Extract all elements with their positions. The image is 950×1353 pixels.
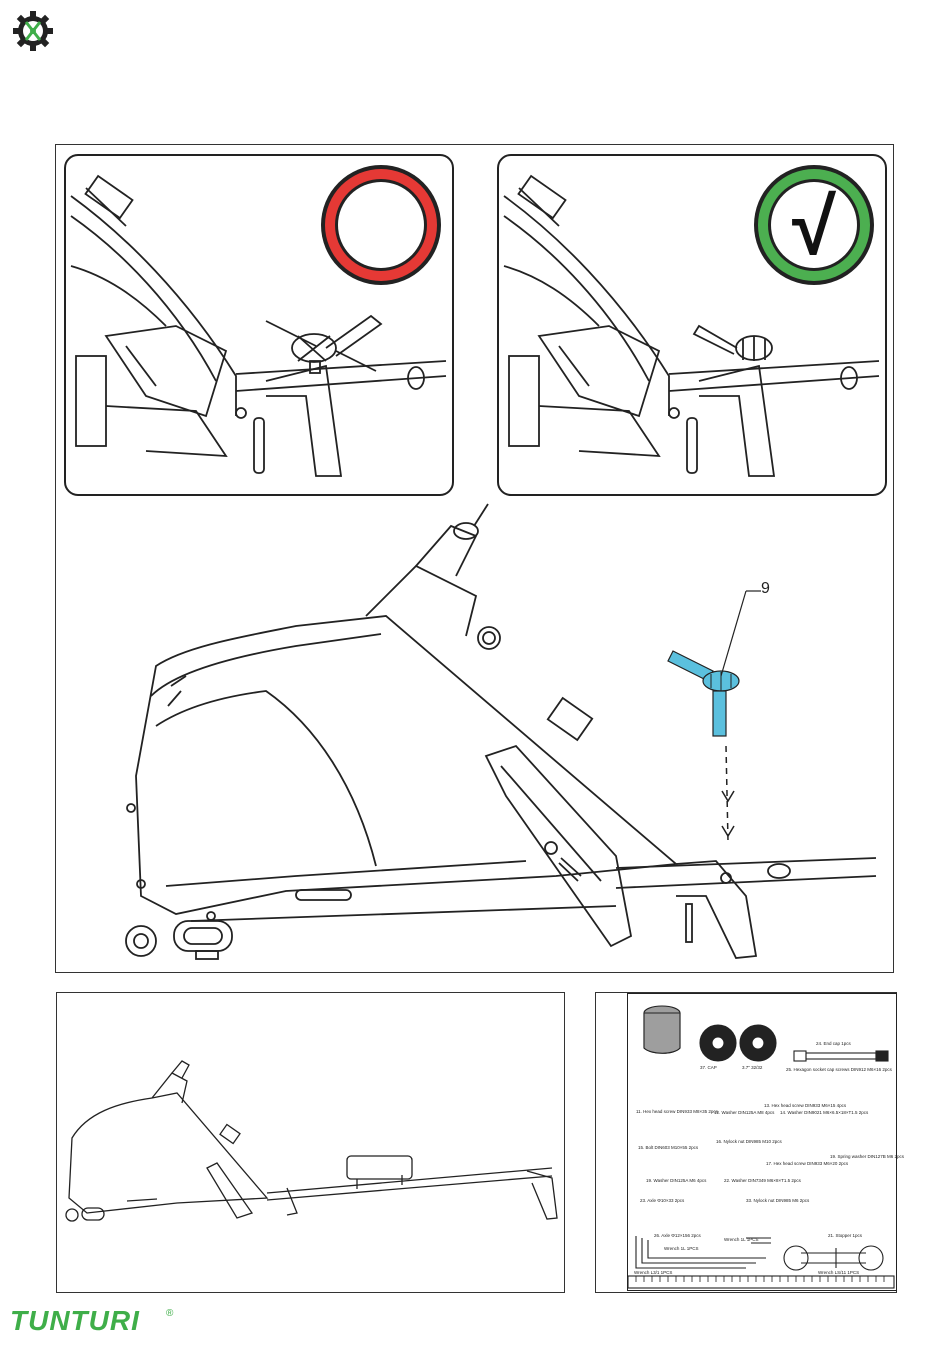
brand-logo: TUNTURI xyxy=(10,1305,140,1336)
part-label: 23. Axle Φ10×33 2pcs xyxy=(640,1198,685,1203)
part-label: 22. Washer DIN7349 M6×8×T1.5 2pcs xyxy=(724,1178,801,1183)
part-label: Wrench L3/1 1PCS xyxy=(634,1270,673,1275)
part-label: 26. Axle Φ12×156 2pcs xyxy=(654,1233,701,1238)
overview-frame xyxy=(56,992,565,1293)
parts-list-frame: 37. CAP 3.7" 32/32 24. End cap 1pcs 25. … xyxy=(595,992,904,1293)
checkmark-symbol: √ xyxy=(792,182,837,271)
adjustment-knob-part xyxy=(667,650,740,737)
wrong-installation-panel xyxy=(64,154,454,496)
parts-sheet xyxy=(627,993,897,1291)
part-callout-9: 9 xyxy=(761,580,770,597)
checkmark-icon: √ xyxy=(749,160,879,290)
part-label: 25. Hexagon socket cap screws DIN912 M6×… xyxy=(786,1067,892,1072)
part-label: 16. Nylock nut DIN985 M10 2pcs xyxy=(716,1139,782,1144)
cap-label-2: 3.7" 32/32 xyxy=(742,1065,763,1070)
cap-label-1: 37. CAP xyxy=(700,1065,717,1070)
part-label: Wrench 1L 1PCS xyxy=(664,1246,699,1251)
correct-installation-panel: √ xyxy=(497,154,887,496)
part-label: 17. Hex head screw DIN933 M6×20 2pcs xyxy=(766,1161,849,1166)
part-label: 24. End cap 1pcs xyxy=(816,1041,851,1046)
part-label: 12. Washer DIN125A M8 4pcs xyxy=(714,1110,775,1115)
part-label: 14. Washer DIN9021 M6×6.5×18×T1.5 2pcs xyxy=(780,1110,869,1115)
part-label: Wrench LS/11 1PCS xyxy=(818,1270,860,1275)
part-label: 33. Nylock nut DIN985 M6 2pcs xyxy=(746,1198,810,1203)
gear-wrench-icon xyxy=(12,10,54,52)
rower-main-diagram: 9 xyxy=(56,496,891,970)
part-label: 19. Washer DIN125A M6 4pcs xyxy=(646,1178,707,1183)
part-label: Wrench 1L 1PCS xyxy=(724,1237,759,1242)
part-label: 11. Hex head screw DIN933 M8×35 2pcs xyxy=(636,1109,718,1114)
part-label: 15. Bolt DIN603 M10×55 2pcs xyxy=(638,1145,699,1150)
part-label: 21. Stopper 1pcs xyxy=(828,1233,863,1238)
part-label: 13. Hex head screw DIN933 M6×15 4pcs xyxy=(764,1103,847,1108)
registered-mark: ® xyxy=(166,1308,174,1319)
red-circle-icon xyxy=(316,160,446,290)
part-label: 19. Spring washer DIN127B M6 2pcs xyxy=(830,1154,905,1159)
